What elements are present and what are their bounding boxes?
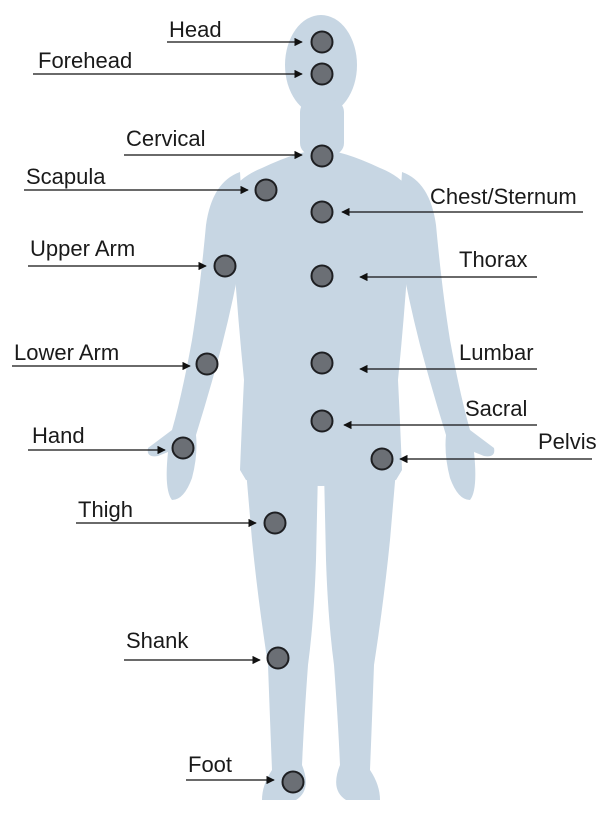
sensor-dot-shank	[268, 648, 289, 669]
sensor-dot-forehead	[312, 64, 333, 85]
label-thigh: Thigh	[78, 497, 133, 522]
label-cervical: Cervical	[126, 126, 205, 151]
sensor-dot-chest-sternum	[312, 202, 333, 223]
label-scapula: Scapula	[26, 164, 106, 189]
label-thorax: Thorax	[459, 247, 527, 272]
label-sacral: Sacral	[465, 396, 527, 421]
sensor-dot-cervical	[312, 146, 333, 167]
label-forehead: Forehead	[38, 48, 132, 73]
sensor-dot-head	[312, 32, 333, 53]
silhouette-left-arm	[148, 172, 244, 500]
label-chest-sternum: Chest/Sternum	[430, 184, 577, 209]
label-foot: Foot	[188, 752, 232, 777]
sensor-dot-scapula	[256, 180, 277, 201]
silhouette-right-arm	[398, 172, 494, 500]
silhouette-torso	[232, 150, 410, 486]
sensor-dot-thorax	[312, 266, 333, 287]
sensor-dot-upper-arm	[215, 256, 236, 277]
silhouette-right-leg	[324, 470, 396, 800]
label-hand: Hand	[32, 423, 85, 448]
sensor-dot-thigh	[265, 513, 286, 534]
sensor-dot-lower-arm	[197, 354, 218, 375]
label-upper-arm: Upper Arm	[30, 236, 135, 261]
label-pelvis: Pelvis	[538, 429, 597, 454]
sensor-dot-lumbar	[312, 353, 333, 374]
sensor-dot-pelvis	[372, 449, 393, 470]
label-head: Head	[169, 17, 222, 42]
label-shank: Shank	[126, 628, 189, 653]
sensor-dot-sacral	[312, 411, 333, 432]
sensor-dot-hand	[173, 438, 194, 459]
label-lower-arm: Lower Arm	[14, 340, 119, 365]
sensor-dot-foot	[283, 772, 304, 793]
label-lumbar: Lumbar	[459, 340, 534, 365]
